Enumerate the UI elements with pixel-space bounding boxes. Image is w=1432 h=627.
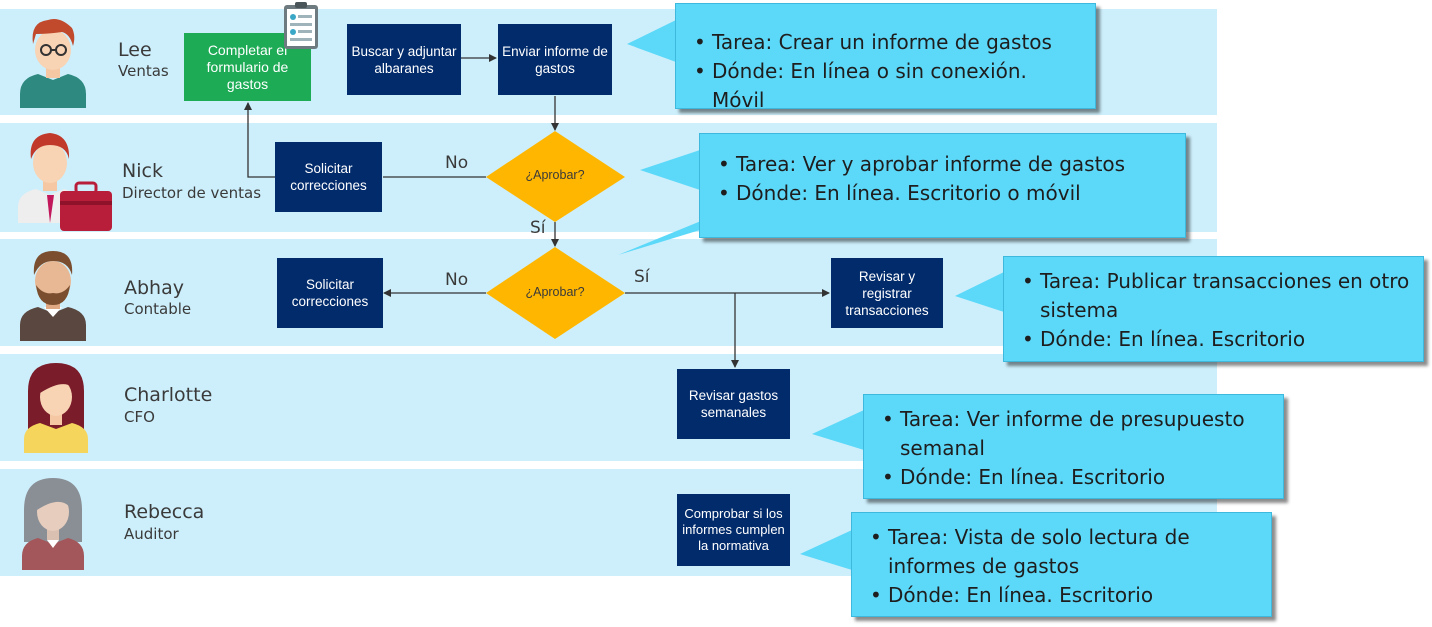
callout-abhay-item: •Dónde: En línea. Escritorio (1022, 327, 1306, 351)
callout-nick-item: •Tarea: Ver y aprobar informe de gastos (718, 152, 1126, 176)
comprobar-normativa-box: Comprobar si los informes cumplen la nor… (677, 494, 790, 566)
callout-lee-item: •Dónde: En línea o sin conexión. Móvil (694, 59, 1027, 112)
callout-charlotte: •Tarea: Ver informe de presupuesto seman… (863, 394, 1284, 499)
lane-role-lee: Ventas (118, 62, 169, 80)
flow-label-no-nick: No (445, 153, 469, 173)
person-icon (20, 251, 86, 341)
person-icon (22, 478, 84, 570)
lane-name-charlotte: Charlotte (124, 384, 213, 406)
revisar-registrar-box: Revisar y registrar transacciones (831, 258, 943, 328)
lane-name-nick: Nick (122, 160, 163, 182)
lane-role-nick: Director de ventas (122, 184, 262, 202)
enviar-informe-box: Enviar informe de gastos (498, 24, 612, 95)
solicitar-correcciones-abhay-box: Solicitar correcciones (277, 258, 383, 328)
flow-label-si-nick: Sí (530, 218, 546, 238)
flow-label-no-abhay: No (445, 270, 469, 290)
lane-name-abhay: Abhay (124, 277, 184, 299)
lane-role-abhay: Contable (124, 300, 192, 318)
callout-lee: •Tarea: Crear un informe de gastos •Dónd… (675, 3, 1096, 112)
callout-nick-item: •Dónde: En línea. Escritorio o móvil (718, 181, 1081, 205)
flow-label-si-abhay: Sí (634, 267, 650, 287)
callout-abhay: •Tarea: Publicar transacciones en otro s… (1003, 256, 1424, 362)
person-icon (24, 363, 88, 453)
callout-nick: •Tarea: Ver y aprobar informe de gastos … (699, 133, 1186, 238)
callout-lee-item: •Tarea: Crear un informe de gastos (694, 30, 1052, 54)
callout-rebecca-item: •Dónde: En línea. Escritorio (870, 583, 1154, 607)
person-icon (18, 133, 112, 231)
lane-role-charlotte: CFO (124, 408, 155, 426)
lane-role-rebecca: Auditor (124, 525, 179, 543)
callout-charlotte-item: •Tarea: Ver informe de presupuesto seman… (882, 407, 1245, 460)
callout-rebecca-item: •Tarea: Vista de solo lectura de informe… (870, 525, 1190, 578)
revisar-gastos-box: Revisar gastos semanales (677, 369, 790, 439)
callout-rebecca: •Tarea: Vista de solo lectura de informe… (851, 512, 1272, 617)
decision-label-abhay: ¿Aprobar? (525, 285, 585, 299)
person-icon (20, 19, 86, 108)
solicitar-correcciones-nick-box: Solicitar correcciones (275, 142, 382, 212)
form-document-icon (284, 2, 318, 49)
callout-charlotte-item: •Dónde: En línea. Escritorio (882, 465, 1166, 489)
lane-name-rebecca: Rebecca (124, 501, 205, 523)
callout-abhay-item: •Tarea: Publicar transacciones en otro s… (1022, 269, 1410, 322)
buscar-albaranes-box: Buscar y adjuntar albaranes (347, 24, 461, 95)
decision-label-nick: ¿Aprobar? (525, 168, 585, 182)
lane-name-lee: Lee (118, 39, 152, 61)
